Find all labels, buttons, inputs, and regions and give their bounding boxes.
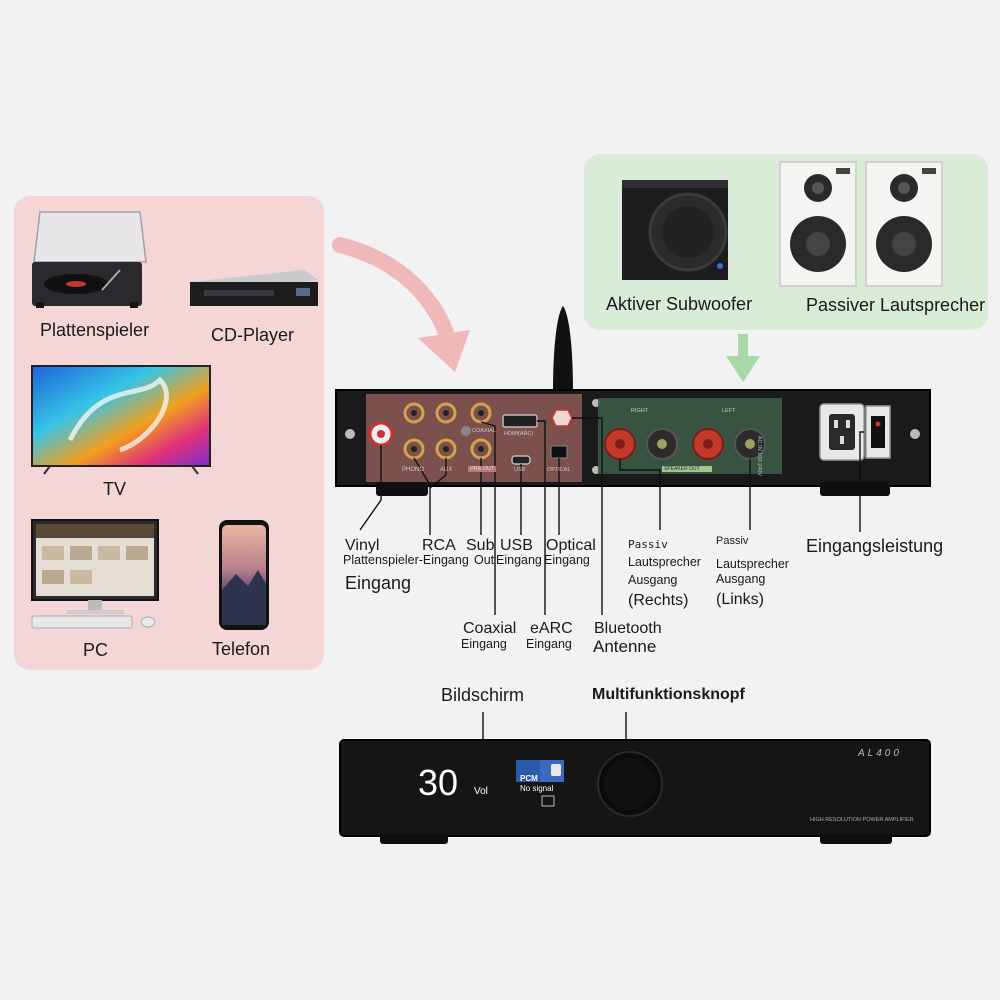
- callout-coaxial: Coaxial: [463, 620, 517, 637]
- label-turntable: Plattenspieler: [40, 320, 150, 340]
- callout-passiv-left-1: Passiv: [716, 535, 749, 547]
- label-tv: TV: [103, 479, 127, 499]
- callout-coaxial-sub: Eingang: [461, 637, 507, 651]
- label-cd-player: CD-Player: [211, 325, 295, 345]
- display-pcm: PCM: [520, 774, 538, 783]
- callout-passiv-right-1: Passiv: [628, 538, 668, 551]
- silk-left: LEFT: [722, 408, 736, 414]
- display-no-signal: No signal: [520, 784, 554, 793]
- callout-earc-sub: Eingang: [526, 637, 572, 651]
- label-phone: Telefon: [212, 639, 271, 659]
- callout-sub-out: Sub: [466, 537, 495, 554]
- brand-logo: AL400: [858, 748, 902, 759]
- callout-optical: Optical: [546, 537, 596, 554]
- display-screen: [516, 760, 564, 807]
- callout-passiv-right-3: Ausgang: [628, 573, 678, 587]
- callout-passiv-right-2: Lautsprecher: [628, 555, 701, 569]
- front-subtitle: HIGH RESOLUTION POWER AMPLIFIER: [810, 817, 914, 823]
- phono-input-jack: [368, 421, 394, 447]
- callout-passiv-left-3: Ausgang: [716, 572, 766, 586]
- silk-ac: AC IN 100-240V: [756, 436, 762, 477]
- label-passive-speaker: Passiver Lautsprecher: [806, 295, 986, 315]
- callout-usb: USB: [500, 537, 533, 554]
- optical-port: [550, 445, 568, 459]
- callout-vinyl-sub: Plattenspieler-Eingang: [343, 553, 469, 567]
- silk-coaxial: COAXIAL: [472, 428, 496, 434]
- turntable-icon: [32, 211, 147, 308]
- usb-port: [511, 455, 531, 465]
- subwoofer-icon: [622, 180, 728, 280]
- silk-right: RIGHT: [631, 408, 649, 414]
- callout-power: Eingangsleistung: [806, 536, 944, 556]
- passive-speaker-left-icon: [779, 161, 857, 287]
- callout-optical-sub: Eingang: [544, 553, 590, 567]
- multifunction-knob-icon: [597, 751, 663, 817]
- callout-passiv-right-4: (Rechts): [628, 592, 689, 609]
- silk-aux: AUX: [440, 467, 453, 473]
- volume-label: Vol: [474, 786, 488, 797]
- pc-icon: [31, 519, 159, 629]
- callout-bluetooth-sub: Antenne: [593, 637, 657, 656]
- antenna-connector: [551, 409, 573, 427]
- cd-player-icon: [190, 270, 318, 306]
- callout-rca: RCA: [422, 537, 456, 554]
- callout-vinyl: Vinyl: [345, 537, 380, 554]
- callout-passiv-left-4: (Links): [716, 591, 765, 608]
- speaker-terminals: [604, 428, 766, 472]
- callout-sub-out-sub: Out: [474, 553, 495, 567]
- pink-arrow-icon: [332, 237, 470, 372]
- green-arrow-icon: [726, 334, 760, 382]
- label-subwoofer: Aktiver Subwoofer: [606, 294, 753, 314]
- volume-readout: 30: [418, 762, 459, 803]
- callout-bluetooth: Bluetooth: [594, 620, 662, 637]
- antenna-icon: [553, 306, 573, 392]
- label-pc: PC: [83, 640, 109, 660]
- silk-phono: PHONO: [402, 467, 425, 473]
- callout-display: Bildschirm: [441, 685, 525, 705]
- silk-usb: USB: [514, 467, 526, 473]
- silk-hdmi: HDMI(ARC): [504, 431, 534, 437]
- power-inlet: [819, 403, 865, 461]
- hdmi-port: [502, 414, 538, 428]
- passive-speaker-right-icon: [865, 161, 943, 287]
- silk-optical: OPTICAL: [547, 467, 571, 473]
- callout-vinyl-sub2: Eingang: [345, 573, 412, 593]
- silk-pre-out: PRE OUT: [468, 466, 497, 472]
- tv-icon: [31, 365, 211, 475]
- callout-passiv-left-2: Lautsprecher: [716, 557, 789, 571]
- callout-knob: Multifunktionsknopf: [592, 686, 745, 703]
- phone-icon: [219, 520, 269, 630]
- callout-earc: eARC: [530, 620, 573, 637]
- callout-usb-sub: Eingang: [496, 553, 542, 567]
- silk-speaker-out: SPEAKER OUT: [664, 466, 700, 472]
- power-switch: [865, 405, 891, 459]
